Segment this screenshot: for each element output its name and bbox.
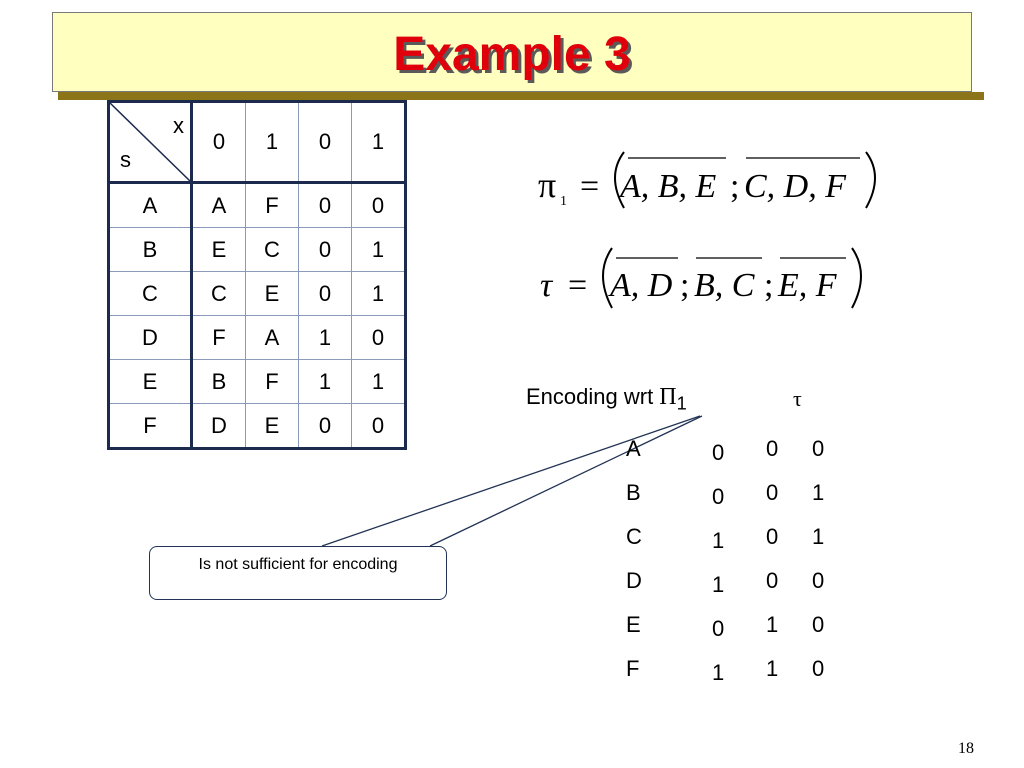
header-cell: 0 [191, 101, 246, 184]
corner-cell: x s [108, 101, 193, 184]
table-cell: E [245, 403, 299, 449]
table-row: F D E 0 0 [108, 403, 406, 449]
state-cell: E [108, 359, 193, 404]
encoding-state: C [626, 524, 642, 549]
encoding-bit: 1 [712, 528, 725, 553]
header-cell: 1 [245, 101, 299, 184]
encoding-bit: 0 [812, 612, 825, 637]
left-paren [614, 151, 625, 209]
table-cell: 0 [351, 403, 406, 449]
encoding-bit: 0 [766, 480, 779, 505]
page-number: 18 [958, 740, 974, 757]
equals-sign: = [580, 168, 599, 205]
table-cell: F [245, 359, 299, 404]
encoding-bit: 1 [712, 572, 725, 597]
table-row: D F A 1 0 [108, 315, 406, 360]
block-text: A, B, E [618, 168, 717, 205]
header-cell: 1 [351, 101, 406, 184]
state-label: s [120, 147, 131, 172]
table-cell: 1 [351, 227, 406, 272]
encoding-bit: 0 [766, 568, 779, 593]
block-text: B, C [694, 267, 755, 304]
table-cell: 0 [298, 271, 352, 316]
encoding-bit: 1 [766, 612, 779, 637]
title-shadow [58, 92, 984, 100]
state-cell: C [108, 271, 193, 316]
header-cell: 0 [298, 101, 352, 184]
pi-subscript: 1 [560, 194, 567, 209]
table-cell: E [191, 227, 246, 272]
block-text: E, F [777, 267, 838, 304]
callout-box: Is not sufficient for encoding [149, 546, 447, 600]
separator: ; [730, 168, 739, 205]
table-cell: 0 [298, 182, 352, 228]
tau-symbol: τ [540, 267, 554, 304]
encoding-bit: 0 [766, 436, 779, 461]
table-cell: C [191, 271, 246, 316]
encoding-state: F [626, 656, 640, 681]
table-cell: D [191, 403, 246, 449]
encoding-label: Encoding wrt Π1 [526, 384, 687, 414]
state-cell: F [108, 403, 193, 449]
block-text: A, D [608, 267, 673, 304]
encoding-bit: 1 [812, 480, 825, 505]
encoding-bit: 1 [766, 656, 779, 681]
table-cell: 0 [351, 182, 406, 228]
encoding-bit: 0 [712, 440, 725, 465]
encoding-state: A [626, 436, 641, 461]
state-cell: B [108, 227, 193, 272]
tau-header: τ [793, 386, 802, 411]
separator: ; [764, 267, 773, 304]
table-row: B E C 0 1 [108, 227, 406, 272]
state-cell: D [108, 315, 193, 360]
state-cell: A [108, 182, 193, 228]
callout-pointer-line [429, 415, 703, 547]
table-cell: 0 [298, 403, 352, 449]
table-row: A A F 0 0 [108, 182, 406, 228]
pi-capital: Π [659, 384, 677, 410]
right-paren [851, 247, 862, 309]
table-header-row: x s 0 1 0 1 [108, 101, 406, 184]
encoding-bit: 0 [766, 524, 779, 549]
right-paren [865, 151, 876, 209]
encoding-label-text: Encoding wrt [526, 384, 660, 409]
table-row: C C E 0 1 [108, 271, 406, 316]
equation-pi1: π 1 = A, B, E ; C, D, F [538, 151, 876, 209]
equation-tau: τ = A, D ; B, C ; E, F [540, 247, 862, 309]
pi-subscript: 1 [676, 392, 687, 414]
encoding-bit: 0 [812, 436, 825, 461]
table-cell: F [191, 315, 246, 360]
encoding-state: B [626, 480, 641, 505]
table-cell: 1 [351, 271, 406, 316]
equals-sign: = [568, 267, 587, 304]
encoding-state: D [626, 568, 642, 593]
encoding-bit: 1 [712, 660, 725, 685]
table-cell: B [191, 359, 246, 404]
state-table: x s 0 1 0 1 A A F 0 0 B E C 0 1 C C E 0 … [107, 100, 407, 450]
encoding-bit: 0 [712, 484, 725, 509]
separator: ; [680, 267, 689, 304]
encoding-bit: 1 [812, 524, 825, 549]
table-cell: 0 [351, 315, 406, 360]
table-cell: F [245, 182, 299, 228]
encoding-bit: 0 [812, 656, 825, 681]
input-label: x [173, 113, 184, 138]
encoding-state: E [626, 612, 641, 637]
encoding-bit: 0 [812, 568, 825, 593]
encoding-bit: 0 [712, 616, 725, 641]
pi-symbol: π [538, 165, 556, 205]
left-paren [602, 247, 613, 309]
block-text: C, D, F [744, 168, 847, 205]
table-cell: C [245, 227, 299, 272]
callout-pointer-line [321, 415, 701, 547]
slide-title: Example 3 [393, 28, 631, 81]
title-box: Example 3 [52, 12, 972, 92]
table-cell: 1 [351, 359, 406, 404]
